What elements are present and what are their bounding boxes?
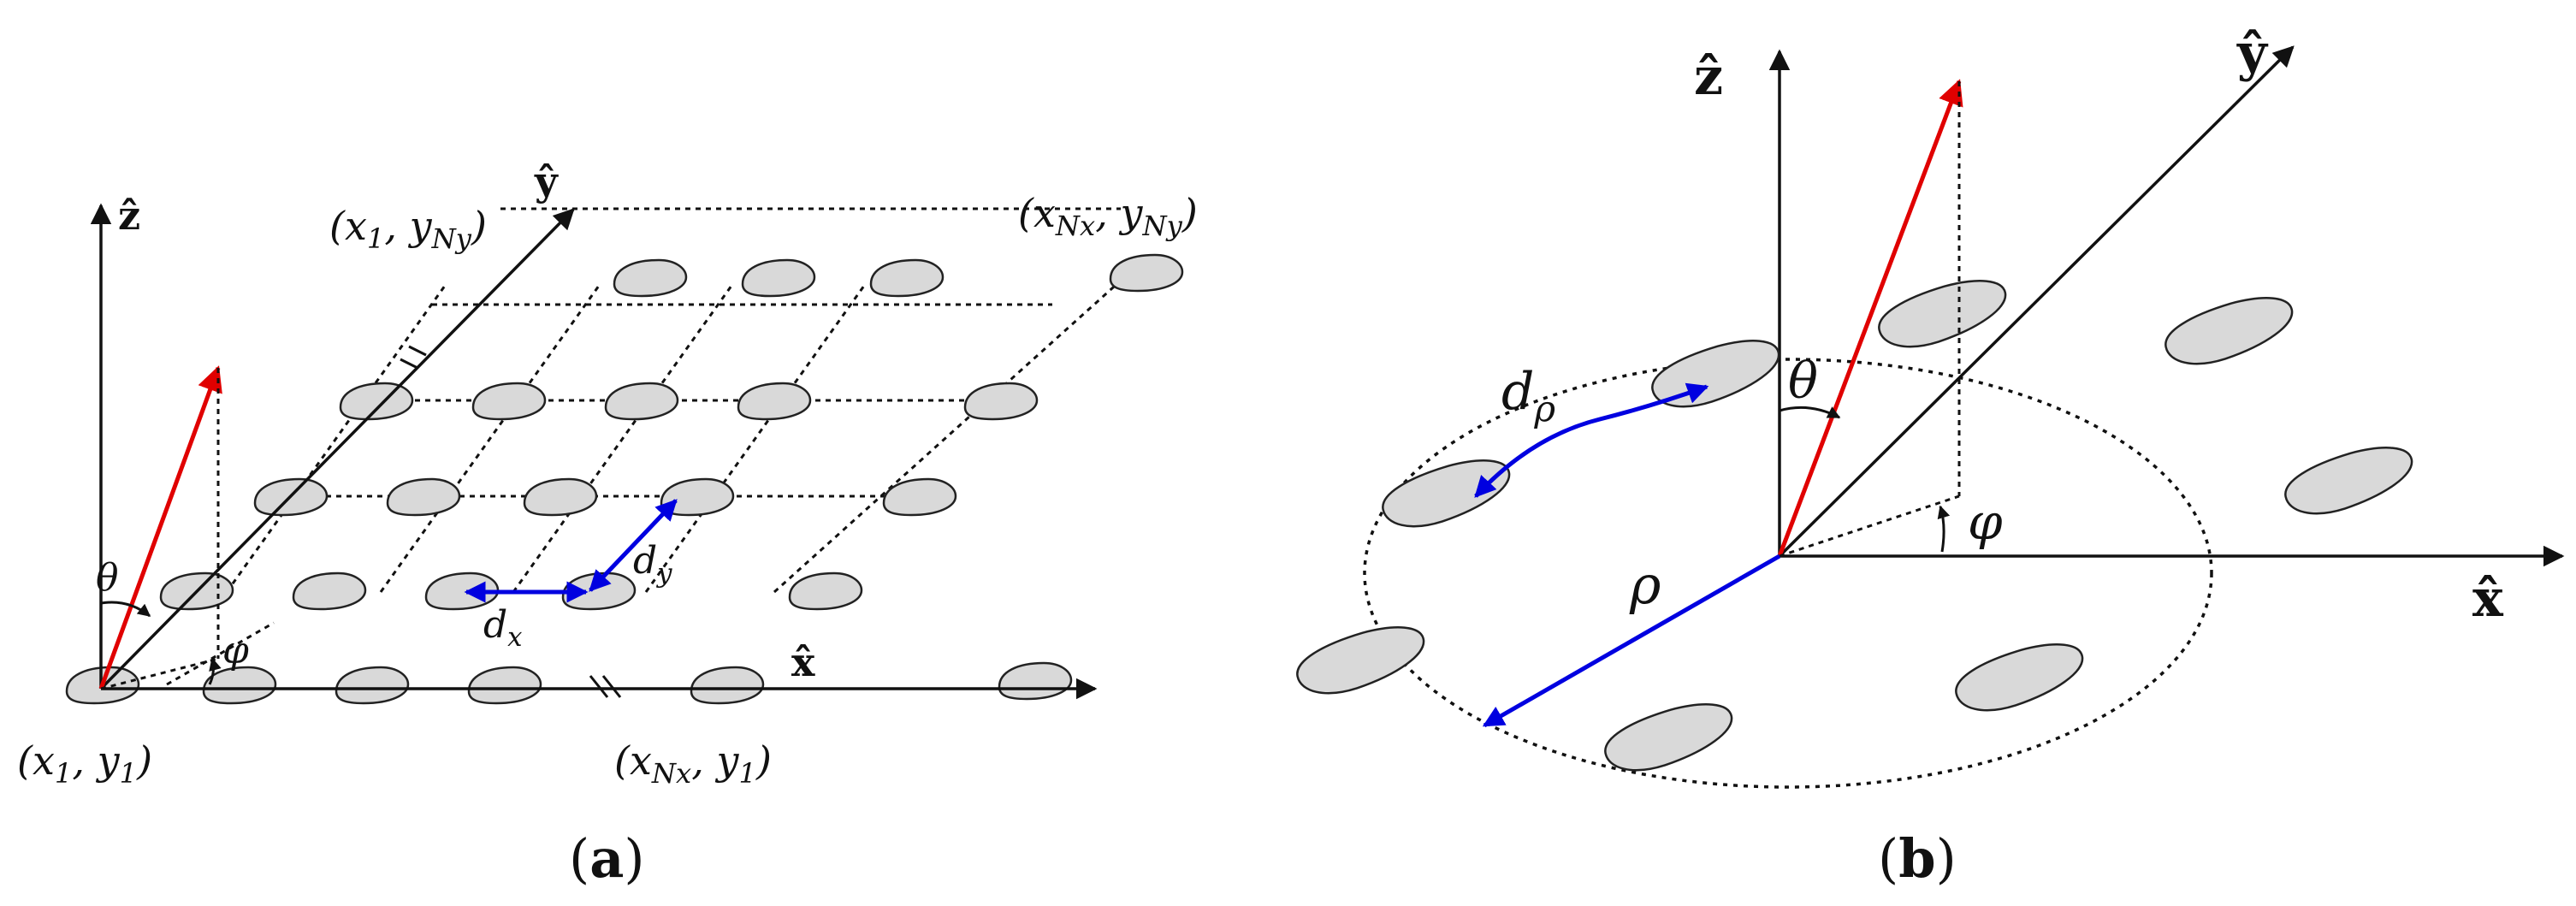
phi-label-a: φ (222, 629, 249, 672)
caption-b: (b) (1878, 827, 1957, 890)
drho-label: dρ (1501, 362, 1555, 429)
direction-ray-b (1777, 79, 1963, 558)
axes-a (90, 203, 1098, 700)
circular-array-ring (1363, 358, 2213, 789)
x-axis-label-b: x̂ (2472, 569, 2504, 629)
phi-label-b: φ (1968, 493, 2003, 551)
corner-label-x1-y1: (x1, y1) (17, 737, 152, 790)
corner-label-x1-yny: (x1, yNy) (329, 203, 487, 255)
corner-label-xnx-yny: (xNx, yNy) (1018, 190, 1198, 242)
y-axis-label-b: ŷ (2236, 23, 2269, 83)
planar-grid-lines (166, 207, 1140, 686)
spacing-arrows-a (464, 499, 678, 603)
dy-label: dy (633, 539, 672, 589)
panel-b: ẑ x̂ ŷ θ φ ρ dρ (b) (1296, 23, 2565, 890)
theta-label-a: θ (96, 556, 119, 600)
dx-label: dx (483, 603, 523, 653)
theta-label-b: θ (1788, 352, 1818, 410)
planar-array-elements (65, 253, 1184, 705)
corner-label-xnx-y1: (xNx, y1) (614, 737, 772, 790)
x-axis-break-mark (589, 675, 622, 698)
y-axis-break-mark (400, 345, 427, 370)
y-axis-label-a: ŷ (534, 158, 559, 204)
caption-a: (a) (569, 827, 645, 890)
x-axis-label-a: x̂ (791, 639, 815, 685)
direction-ray-a (98, 365, 222, 690)
rho-label: ρ (1629, 554, 1661, 616)
circular-array-elements (1296, 280, 2413, 772)
axes-b (1768, 45, 2565, 567)
panel-a: ẑ x̂ ŷ θ φ dx dy (x1, y1) (xNx, y1) (x1,… (17, 158, 1198, 890)
z-axis-label-a: ẑ (118, 192, 140, 239)
z-axis-label-b: ẑ (1694, 47, 1723, 107)
spacing-arrows-b (1474, 382, 1781, 728)
